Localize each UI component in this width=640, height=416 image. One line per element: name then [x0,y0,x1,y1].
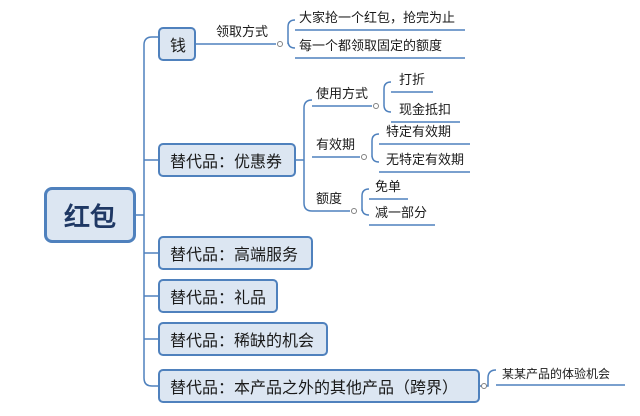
crossover-collapse-dot[interactable] [481,383,487,389]
branch-money[interactable]: 钱 [158,27,196,61]
validity-spine-line [371,133,380,163]
branch-coupon-label: 替代品：优惠券 [170,152,283,171]
usage-leaf-underlines [391,91,460,123]
method-collapse-dot[interactable] [277,41,283,47]
root-label: 红包 [63,202,116,233]
branch-service-label: 替代品：高端服务 [170,245,299,264]
validity-collapse-dot[interactable] [361,154,367,160]
branch-money-label: 钱 [170,36,187,55]
method-spine-line [287,19,296,49]
branch-gift[interactable]: 替代品：礼品 [158,279,278,313]
method-leaf-grab[interactable]: 大家抢一个红包，抢完为止 [299,11,456,26]
crossover-leaf-trial[interactable]: 某某产品的体验机会 [502,367,611,381]
validity-leaf-none[interactable]: 无特定有效期 [386,153,465,168]
amount-topic[interactable]: 额度 [316,192,343,207]
crossover-to-leaf-line [480,369,497,387]
amount-leaf-partial[interactable]: 减一部分 [375,206,428,221]
usage-leaf-discount[interactable]: 打折 [399,73,426,88]
root-node[interactable]: 红包 [44,187,136,243]
method-leaf-fixed[interactable]: 每一个都领取固定的额度 [299,39,443,54]
branch-service[interactable]: 替代品：高端服务 [158,236,313,270]
coupon-spine-line [296,99,313,212]
branch-crossover[interactable]: 替代品：本产品之外的其他产品（跨界） [158,369,480,403]
usage-leaf-cash[interactable]: 现金抵扣 [399,103,452,118]
usage-spine-line [383,81,392,113]
method-topic[interactable]: 领取方式 [216,25,269,40]
root-spine-line [143,36,158,387]
amount-leaf-free[interactable]: 免单 [375,180,402,195]
branch-crossover-label: 替代品：本产品之外的其他产品（跨界） [170,378,459,397]
amount-collapse-dot[interactable] [351,208,357,214]
money-leaf-underlines [295,29,465,59]
validity-leaf-underlines [379,143,470,173]
validity-leaf-specific[interactable]: 特定有效期 [386,125,452,140]
branch-coupon[interactable]: 替代品：优惠券 [158,143,296,177]
validity-topic[interactable]: 有效期 [316,138,356,153]
branch-gift-label: 替代品：礼品 [170,288,267,307]
usage-collapse-dot[interactable] [373,103,379,109]
amount-leaf-underlines [369,198,435,226]
usage-topic[interactable]: 使用方式 [316,87,369,102]
branch-chance[interactable]: 替代品：稀缺的机会 [158,322,328,356]
amount-spine-line [361,188,370,216]
branch-chance-label: 替代品：稀缺的机会 [170,331,315,350]
